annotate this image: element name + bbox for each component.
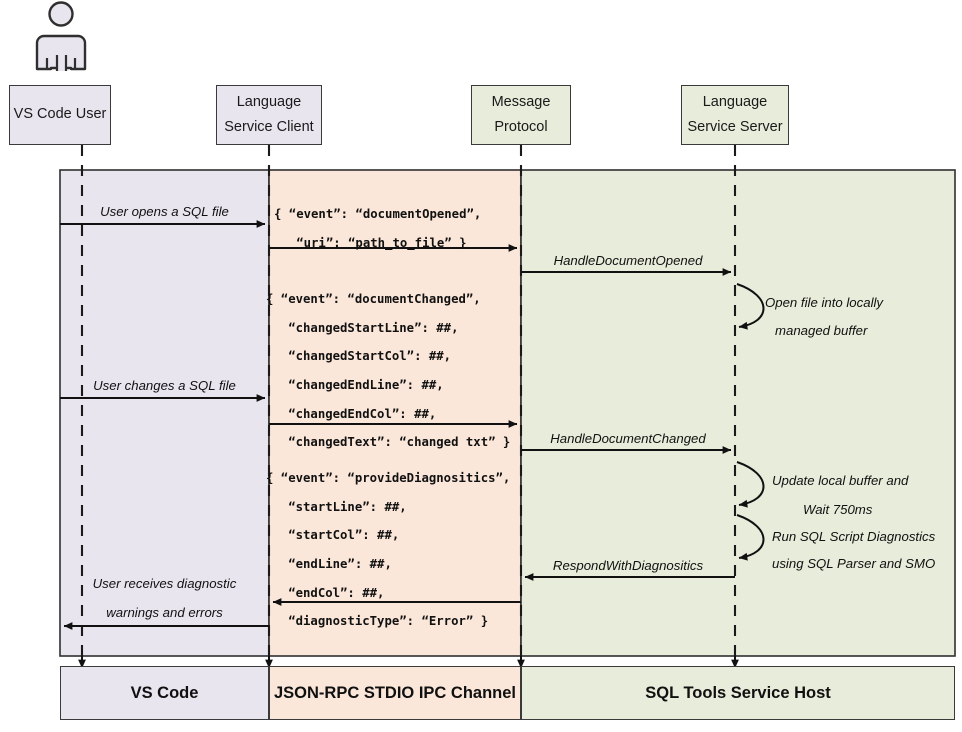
participant-language-server-label-2: Service Server [687, 119, 783, 135]
footer-service-host-label: SQL Tools Service Host [645, 683, 831, 702]
participant-message-protocol-label-2: Protocol [494, 119, 548, 135]
participant-language-client[interactable]: Language Service Client [216, 85, 322, 145]
note-run-diagnostics-1: Run SQL Script Diagnostics [772, 529, 936, 544]
label-user-opens-sql-file: User opens a SQL file [100, 204, 229, 219]
label-respond-with-diagnostics: RespondWithDiagnositics [552, 558, 704, 573]
participant-language-client-label-2: Service Client [224, 119, 314, 135]
note-open-file-2: managed buffer [775, 323, 868, 338]
self-loop-open-file [736, 283, 765, 330]
self-loop-run-diagnostics [736, 514, 765, 561]
band-ipc [268, 169, 522, 657]
label-user-changes-sql-file: User changes a SQL file [93, 378, 236, 393]
participant-language-server[interactable]: Language Service Server [681, 85, 789, 145]
footer-vs-code-label: VS Code [130, 683, 199, 702]
participant-language-server-label-1: Language [702, 93, 768, 110]
note-open-file-1: Open file into locally [765, 295, 884, 310]
label-user-receives-diagnostics-1: User receives diagnostic [92, 576, 237, 591]
band-vscode [59, 169, 270, 657]
label-user-receives-diagnostics-2: warnings and errors [106, 605, 223, 620]
label-handle-document-opened: HandleDocumentOpened [553, 253, 703, 268]
self-loop-update-buffer [736, 461, 765, 508]
note-update-buffer-2: Wait 750ms [803, 502, 873, 517]
label-handle-document-changed: HandleDocumentChanged [550, 431, 706, 446]
payload-provide-diagnostics: { “event”: “provideDiagnositics”, “start… [266, 471, 511, 629]
footer-ipc-channel-label: JSON-RPC STDIO IPC Channel [273, 683, 517, 702]
participant-language-client-label-1: Language [236, 93, 302, 110]
footer-service-host[interactable]: SQL Tools Service Host [521, 666, 955, 720]
note-run-diagnostics-2: using SQL Parser and SMO [772, 556, 936, 571]
payload-document-changed: { “event”: “documentChanged”, “changedSt… [266, 292, 511, 450]
participant-vscode-user[interactable]: VS Code User [9, 85, 111, 145]
payload-document-opened: { “event”: “documentOpened”, “uri”: “pat… [274, 207, 482, 250]
note-update-buffer-1: Update local buffer and [772, 473, 909, 488]
participant-vscode-user-label: VS Code User [13, 106, 107, 123]
stick-figure-user-icon [35, 1, 87, 71]
band-service [520, 169, 956, 657]
footer-ipc-channel[interactable]: JSON-RPC STDIO IPC Channel [269, 666, 521, 720]
footer-vs-code[interactable]: VS Code [60, 666, 269, 720]
participant-message-protocol[interactable]: Message Protocol [471, 85, 571, 145]
participant-message-protocol-label-1: Message [491, 93, 551, 110]
